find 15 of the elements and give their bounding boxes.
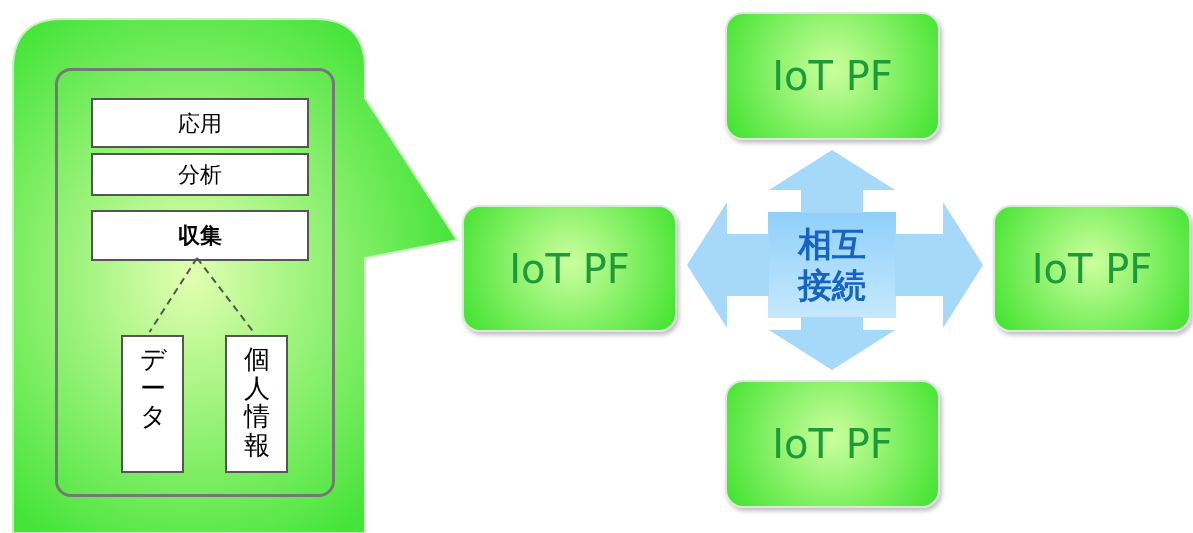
dashed-line (148, 257, 198, 333)
interconnect-hub: 相互接続 (768, 212, 896, 318)
layer-box: 応用 (91, 98, 309, 148)
platform-box: IoT PF (462, 205, 677, 332)
frame-box (55, 68, 335, 497)
data-box: 個人情報 (225, 335, 288, 473)
block-arrow (769, 317, 895, 370)
platform-box: IoT PF (725, 12, 940, 140)
dashed-line (196, 257, 255, 333)
block-arrow (769, 150, 895, 213)
layer-box: 収集 (91, 210, 309, 261)
platform-box: IoT PF (993, 205, 1191, 332)
layer-box: 分析 (91, 153, 309, 196)
platform-box: IoT PF (725, 380, 940, 508)
data-box: データ (121, 335, 184, 473)
